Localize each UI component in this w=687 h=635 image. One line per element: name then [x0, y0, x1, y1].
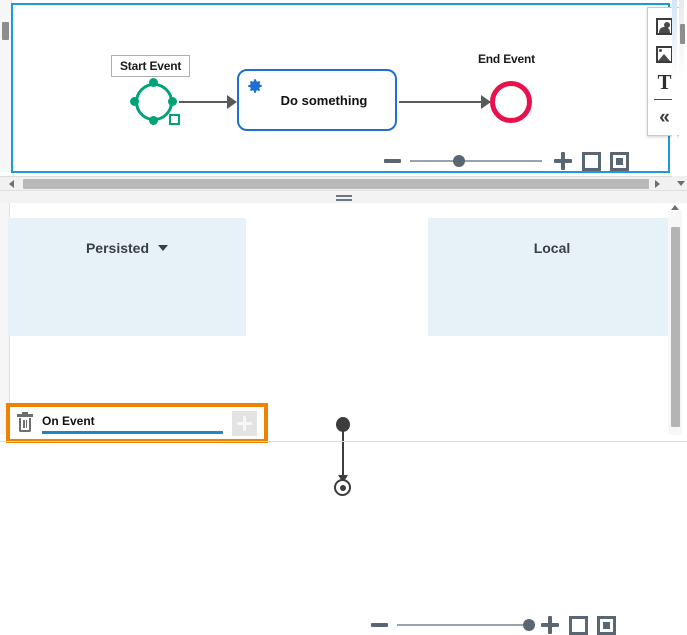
- canvas-horizontal-scrollbar[interactable]: [0, 176, 672, 191]
- sequence-flow-1[interactable]: [179, 101, 231, 103]
- start-node-icon[interactable]: [336, 417, 350, 432]
- fit-to-screen-icon[interactable]: [610, 151, 629, 171]
- image-icon[interactable]: [648, 40, 681, 68]
- gear-icon: [246, 77, 264, 95]
- image-sun: [659, 48, 662, 52]
- zoom-in-button[interactable]: [540, 615, 560, 635]
- sequence-flow-2[interactable]: [399, 101, 484, 103]
- selection-handle-top[interactable]: [149, 78, 158, 87]
- selection-handle-left[interactable]: [130, 97, 139, 106]
- state-pane-vertical-scrollbar[interactable]: [668, 211, 682, 435]
- scrollbar-thumb[interactable]: [671, 227, 680, 427]
- corner-tl: [582, 151, 592, 162]
- start-event-label[interactable]: Start Event: [111, 55, 191, 77]
- arrow-head-icon: [227, 95, 237, 109]
- diagram-zoom-controls: [384, 151, 629, 171]
- state-zoom-controls: [371, 615, 616, 635]
- scroll-up-arrow-icon[interactable]: [671, 205, 679, 210]
- zoom-slider-handle[interactable]: [523, 619, 535, 631]
- resize-handle-icon[interactable]: [169, 114, 180, 125]
- zoom-slider[interactable]: [410, 155, 542, 167]
- bpmn-canvas[interactable]: Start Event Do someth: [11, 3, 680, 173]
- corner-bl: [582, 160, 592, 171]
- scroll-right-arrow-icon[interactable]: [655, 180, 660, 188]
- image-mountain: [658, 53, 670, 61]
- event-name-input[interactable]: [42, 412, 223, 434]
- add-event-button[interactable]: [232, 410, 257, 436]
- scrollbar-thumb[interactable]: [2, 22, 9, 40]
- arrow-head-icon: [481, 95, 491, 109]
- chevron-down-icon[interactable]: [158, 245, 169, 251]
- pane-edge-strip-outer: [679, 0, 685, 176]
- region-persisted-title[interactable]: Persisted: [85, 240, 169, 256]
- zoom-slider-handle[interactable]: [452, 155, 465, 167]
- event-editor[interactable]: [6, 403, 268, 443]
- corner-br: [578, 624, 588, 635]
- region-local-label: Local: [533, 240, 571, 256]
- selection-handle-bottom[interactable]: [149, 116, 158, 125]
- selection-handle-right[interactable]: [168, 97, 177, 106]
- trash-handle: [22, 412, 28, 414]
- end-event-label: End Event: [478, 52, 535, 66]
- end-node-center-dot: [339, 484, 346, 491]
- collapse-icon[interactable]: «: [648, 103, 681, 131]
- fit-inner-square: [616, 157, 623, 165]
- task-label: Do something: [280, 92, 368, 108]
- trash-lid: [17, 414, 33, 417]
- region-local-title: Local: [534, 240, 571, 256]
- end-event-circle: [490, 81, 532, 123]
- scroll-left-arrow-icon[interactable]: [9, 180, 14, 188]
- person-head: [663, 21, 670, 28]
- zoom-slider[interactable]: [397, 619, 535, 631]
- region-persisted[interactable]: Persisted: [8, 218, 246, 336]
- text-icon-glyph: T: [657, 69, 672, 94]
- trash-icon[interactable]: [17, 412, 33, 432]
- splitter-grip-icon[interactable]: [336, 195, 352, 197]
- trash-can: [19, 418, 31, 432]
- scrollbar-thumb-horizontal[interactable]: [23, 179, 649, 189]
- image-glyph: [658, 48, 671, 61]
- fullscreen-icon[interactable]: [569, 615, 588, 635]
- text-icon[interactable]: T: [648, 68, 681, 96]
- state-pane: Persisted Local: [0, 203, 687, 635]
- diagram-pane: Start Event Do someth: [0, 0, 687, 191]
- corner-tr: [591, 151, 601, 162]
- pane-edge-strip: [672, 0, 677, 176]
- image-icon-frame: [656, 45, 673, 63]
- task-shape[interactable]: Do something: [237, 69, 397, 131]
- region-local[interactable]: Local: [428, 218, 676, 336]
- toolbar-divider: [654, 99, 673, 100]
- pane-bottom-divider: [0, 441, 687, 442]
- zoom-out-button[interactable]: [384, 159, 401, 163]
- person-glyph: [658, 20, 671, 33]
- person-body: [659, 26, 670, 33]
- pane-resize-grip[interactable]: [680, 24, 685, 44]
- state-transition-edge[interactable]: [342, 431, 344, 479]
- end-event-shape[interactable]: [490, 81, 532, 123]
- start-event-shape[interactable]: [130, 78, 180, 125]
- fit-inner-square: [603, 621, 610, 629]
- fullscreen-icon[interactable]: [582, 151, 601, 171]
- end-node-icon[interactable]: [334, 479, 351, 496]
- zoom-out-button[interactable]: [371, 623, 388, 627]
- person-icon-frame: [656, 17, 673, 35]
- corner-br: [591, 160, 601, 171]
- zoom-in-button[interactable]: [553, 151, 573, 171]
- collapse-icon-glyph: «: [659, 106, 670, 128]
- scroll-down-arrow-icon[interactable]: [677, 181, 685, 186]
- region-persisted-label: Persisted: [85, 240, 150, 256]
- fit-to-screen-icon[interactable]: [597, 615, 616, 635]
